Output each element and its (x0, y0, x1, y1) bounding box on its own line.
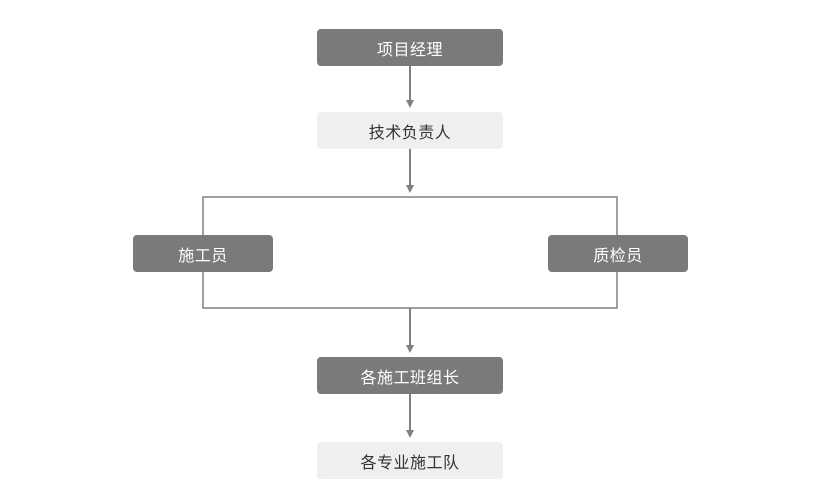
node-label: 施工员 (178, 245, 228, 265)
node-project-manager: 项目经理 (317, 29, 503, 66)
node-label: 技术负责人 (368, 122, 452, 142)
node-label: 项目经理 (376, 39, 443, 59)
node-quality-inspector: 质检员 (548, 235, 688, 272)
node-team-leaders: 各施工班组长 (317, 357, 503, 394)
node-label: 各施工班组长 (360, 367, 460, 387)
merge-loop (202, 272, 618, 309)
node-constructor: 施工员 (133, 235, 273, 272)
node-label: 质检员 (593, 245, 643, 265)
branch-loop (202, 196, 618, 235)
node-label: 各专业施工队 (360, 452, 460, 472)
node-technical-lead: 技术负责人 (317, 112, 503, 149)
node-construction-teams: 各专业施工队 (317, 442, 503, 479)
